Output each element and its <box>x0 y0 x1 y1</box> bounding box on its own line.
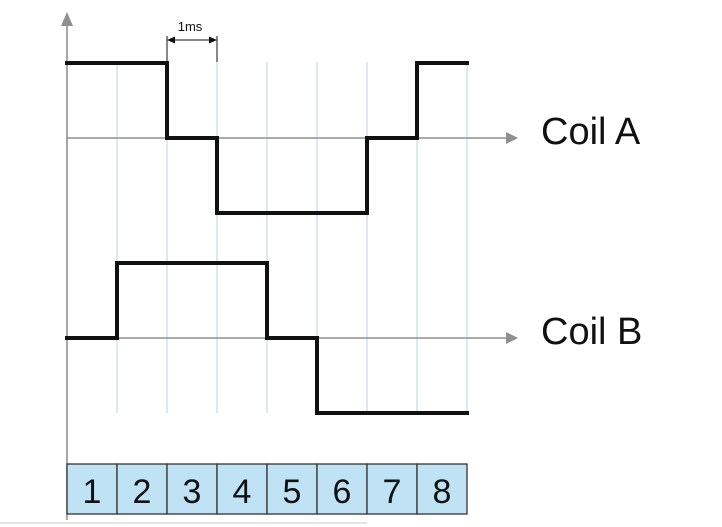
step-number: 8 <box>433 473 452 511</box>
coil-a-waveform <box>65 61 469 215</box>
right-arrow-icon <box>209 36 217 44</box>
vertical-axis <box>61 12 73 520</box>
coil-a-axis <box>67 132 518 144</box>
step-cell <box>66 463 118 515</box>
coil-a-label: Coil A <box>541 111 641 153</box>
step-number: 7 <box>383 473 402 511</box>
step-number: 2 <box>133 473 152 511</box>
time-scale-label: 1ms <box>178 19 203 34</box>
step-number: 5 <box>283 473 302 511</box>
time-scale-marker: 1ms <box>166 19 218 62</box>
grid-lines <box>116 62 468 413</box>
axis-arrow-icon <box>506 332 518 344</box>
coil-b-waveform <box>65 261 469 415</box>
step-number: 1 <box>83 473 102 511</box>
coil-b-label: Coil B <box>541 311 642 353</box>
left-arrow-icon <box>167 36 175 44</box>
axis-arrow-icon <box>506 132 518 144</box>
axis-arrow-icon <box>61 12 73 26</box>
step-number: 3 <box>183 473 202 511</box>
step-cell <box>366 463 418 515</box>
step-cell <box>416 463 468 515</box>
step-number: 6 <box>333 473 352 511</box>
step-number: 4 <box>233 473 252 511</box>
step-cell <box>166 463 218 515</box>
step-row: 1 2 3 4 5 6 7 8 <box>66 463 468 515</box>
step-cell <box>316 463 368 515</box>
